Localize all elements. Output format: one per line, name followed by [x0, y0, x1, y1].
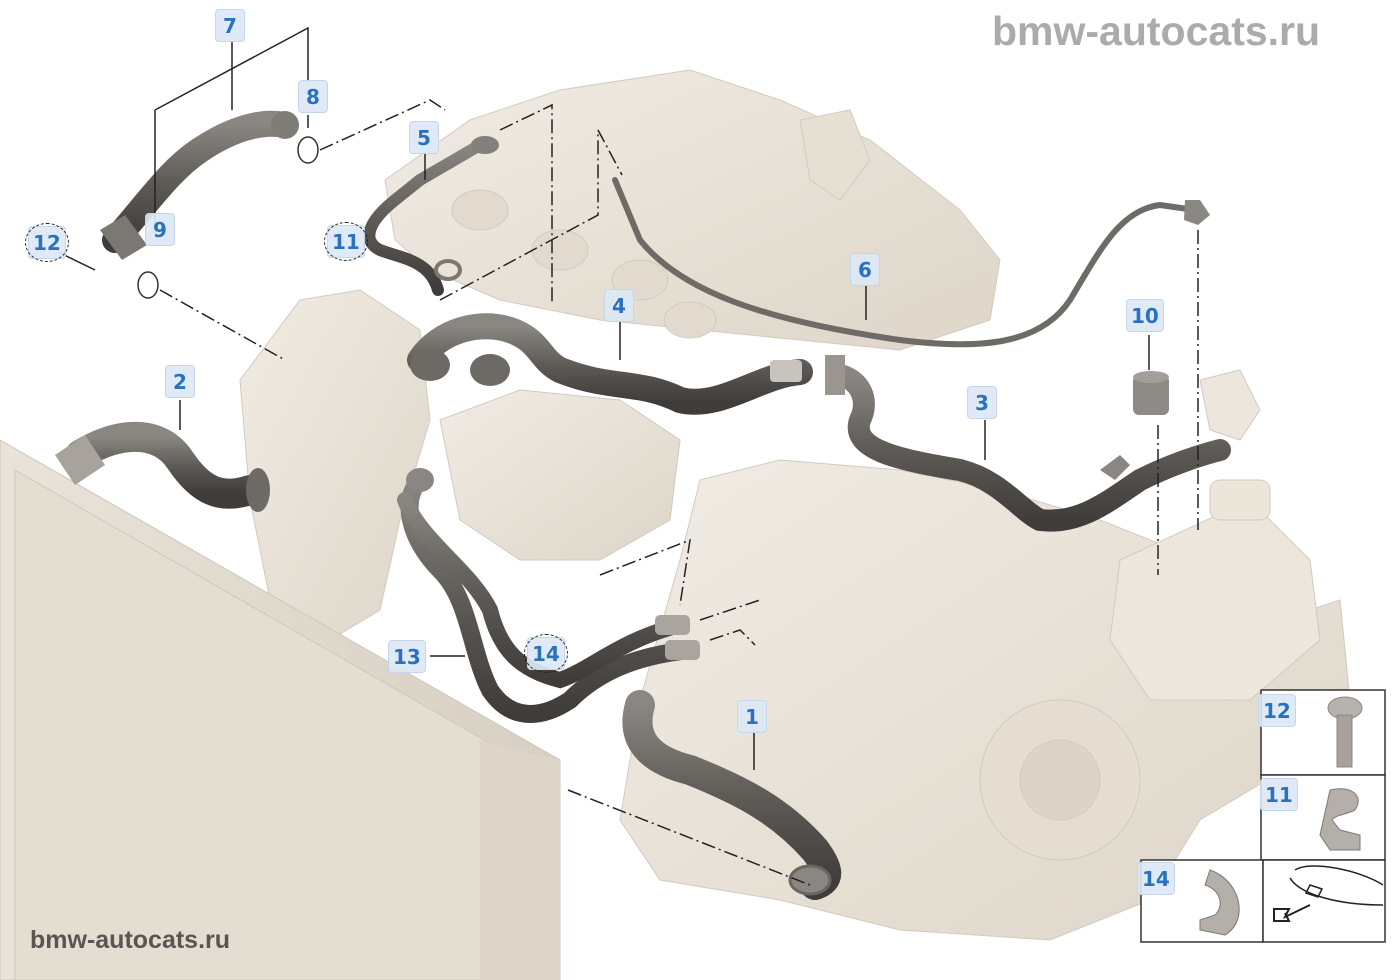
- callout-3[interactable]: 3: [967, 386, 997, 419]
- callout-7[interactable]: 7: [215, 9, 245, 42]
- hose-4-upper: [407, 313, 813, 415]
- clip-icon: [1319, 788, 1361, 851]
- inset-callout-14[interactable]: 14: [1137, 862, 1175, 895]
- callout-5[interactable]: 5: [409, 121, 439, 154]
- radiator-ghost: [0, 439, 561, 980]
- leader-lines: [57, 26, 1150, 770]
- callout-10[interactable]: 10: [1126, 299, 1164, 332]
- hose-2-radiator: [55, 421, 270, 512]
- hose-7-coolant-pipe: [100, 110, 299, 260]
- callout-12[interactable]: 12: [25, 223, 69, 262]
- holder-icon: [1199, 869, 1240, 936]
- hose-6-vent-line: [612, 177, 1210, 348]
- callout-2[interactable]: 2: [165, 365, 195, 398]
- inset-callout-12[interactable]: 12: [1258, 694, 1296, 727]
- part-10-cap: [1133, 371, 1169, 415]
- watermark-bottom: bmw-autocats.ru: [30, 926, 231, 954]
- o-rings: [137, 136, 319, 299]
- screw-icon: [1327, 696, 1363, 768]
- hose-3-expansion: [825, 355, 1231, 532]
- callout-4[interactable]: 4: [604, 289, 634, 322]
- callout-14[interactable]: 14: [524, 634, 568, 673]
- callout-11[interactable]: 11: [324, 222, 368, 261]
- callout-8[interactable]: 8: [298, 80, 328, 113]
- callout-9[interactable]: 9: [145, 213, 175, 246]
- dash-dot-lines: [159, 99, 1199, 886]
- callout-13[interactable]: 13: [388, 640, 426, 673]
- watermark-top: bmw-autocats.ru: [992, 8, 1321, 54]
- turbo-pump-ghost: [239, 289, 1261, 641]
- hose-1-lower: [622, 690, 842, 900]
- hose-13-turbo-line: [397, 468, 700, 723]
- cylinder-head-ghost: [384, 69, 1001, 351]
- inset-panel: [1140, 689, 1386, 943]
- inset-callout-11[interactable]: 11: [1260, 778, 1298, 811]
- vehicle-front-direction-icon: [1273, 865, 1384, 922]
- hose-5-coolant-line: [363, 136, 499, 296]
- callout-6[interactable]: 6: [850, 253, 880, 286]
- callout-1[interactable]: 1: [737, 700, 767, 733]
